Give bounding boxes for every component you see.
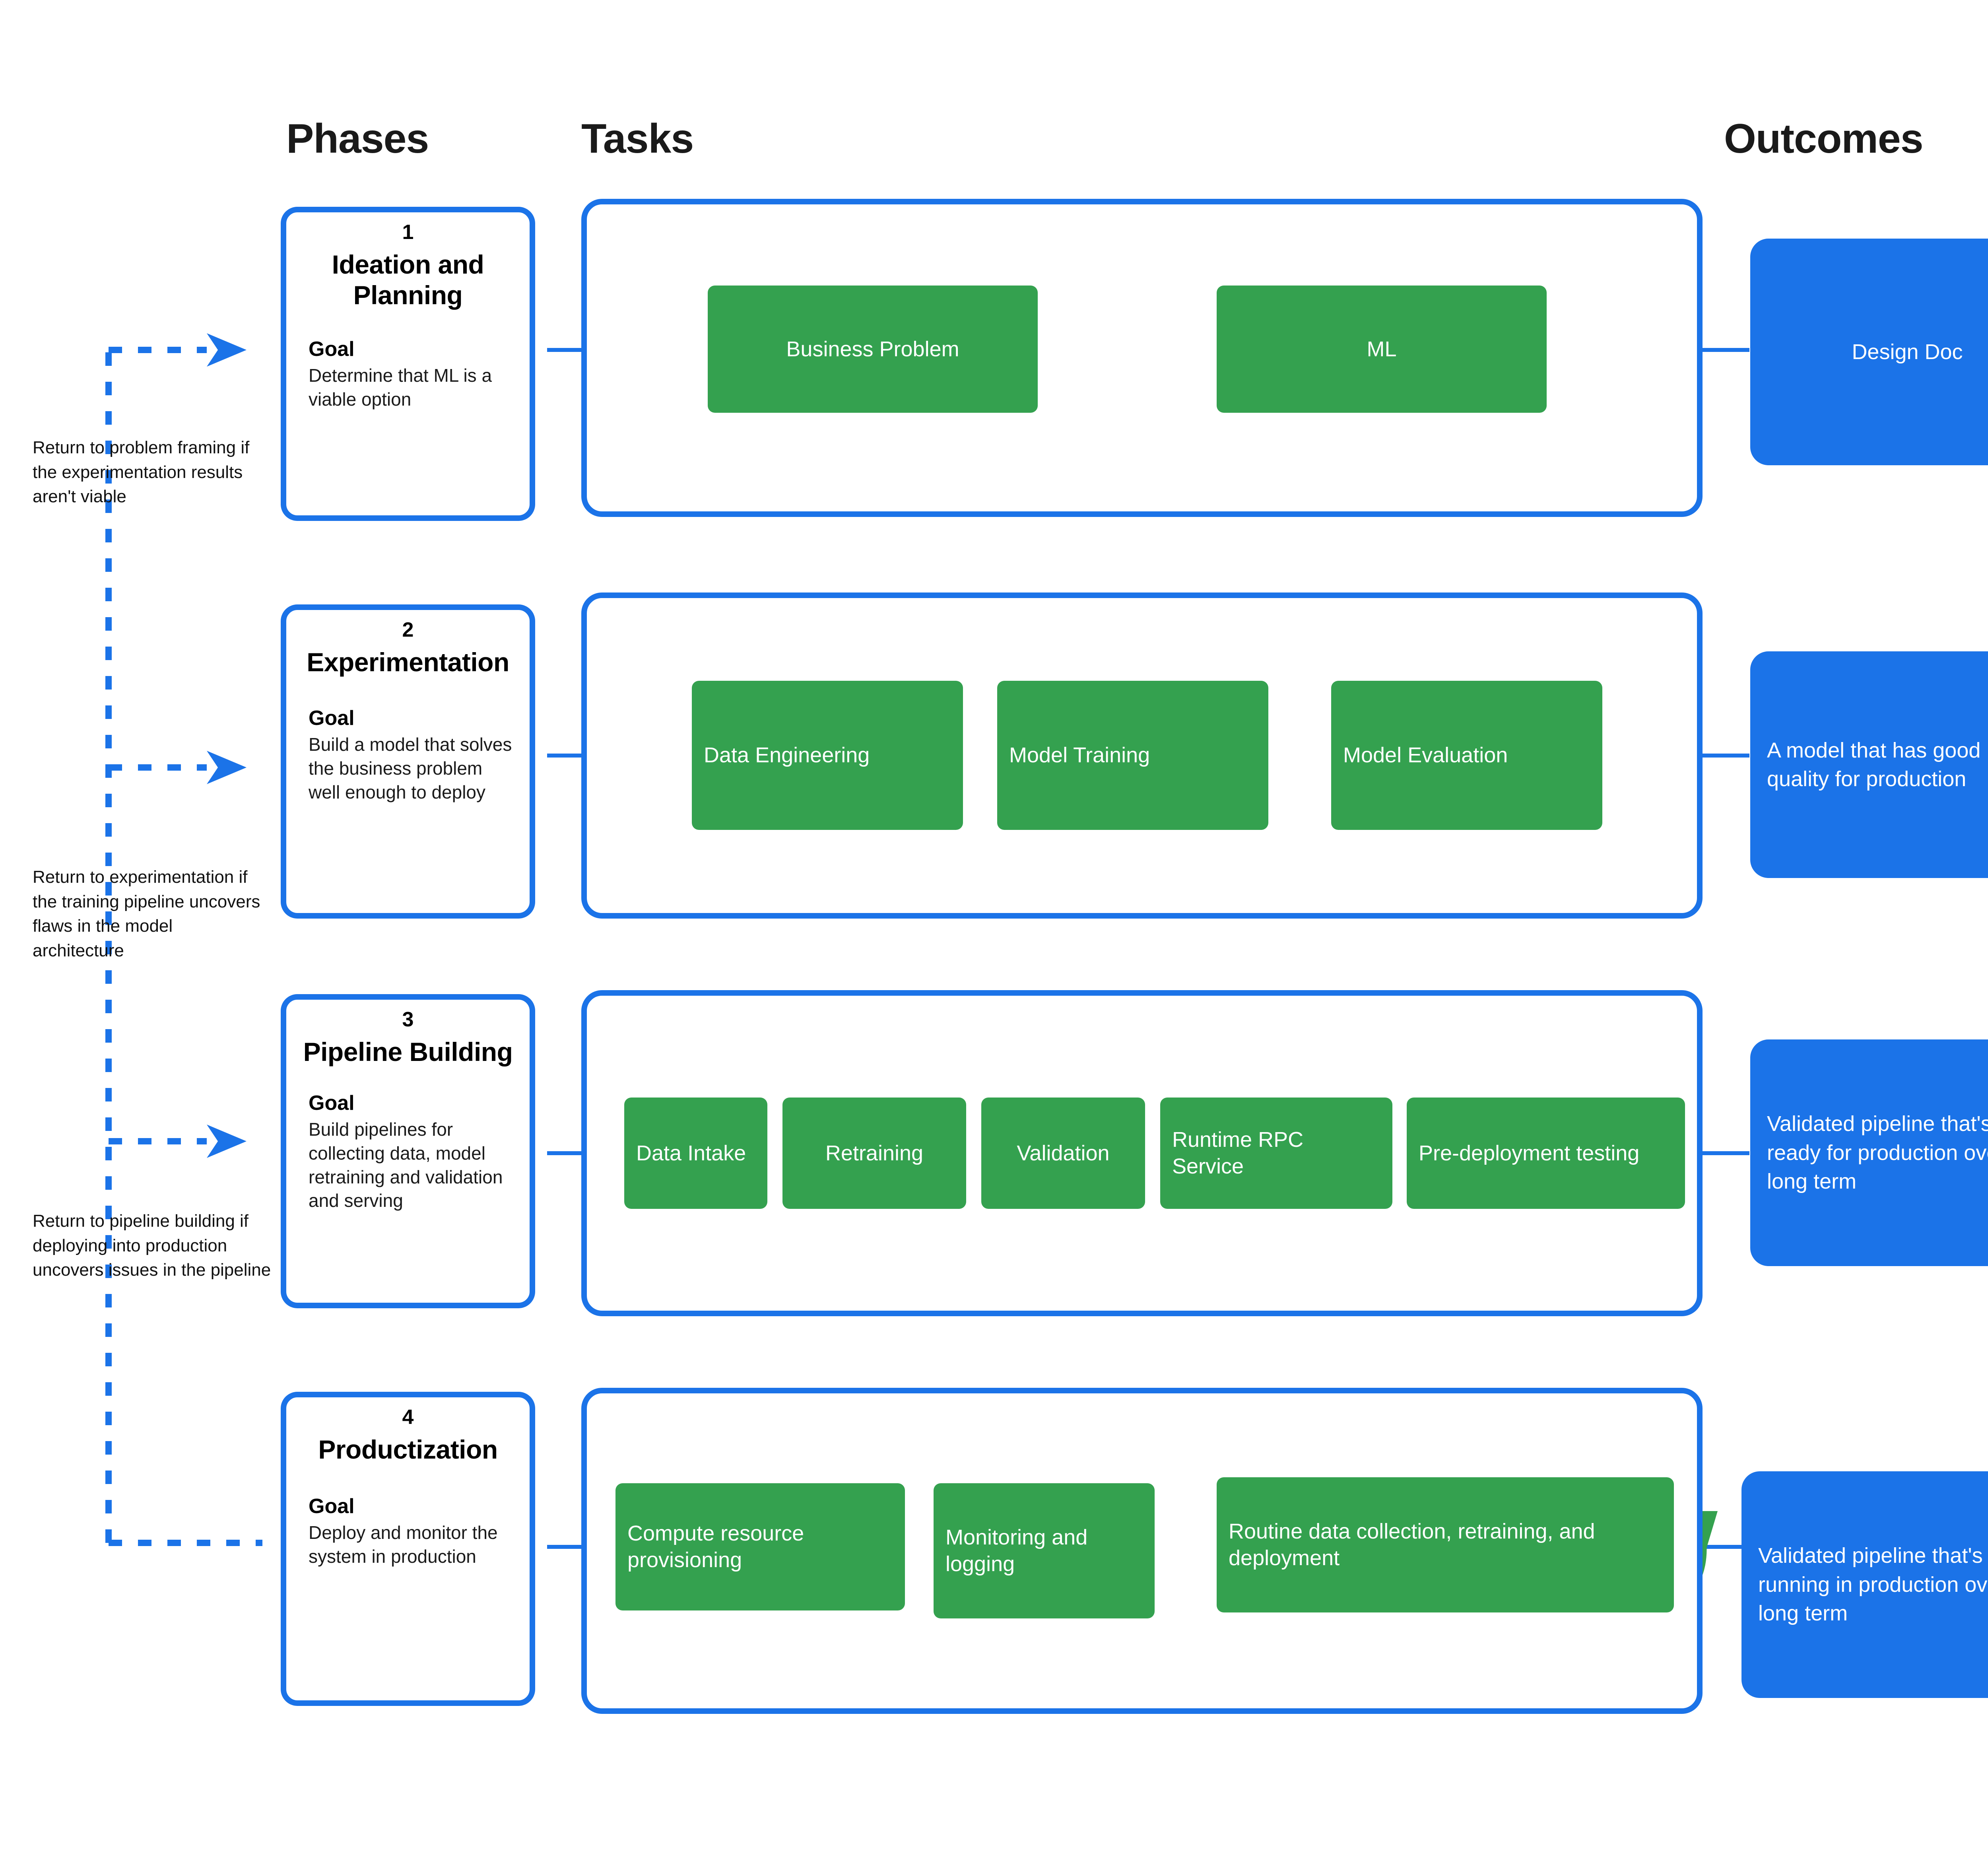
- outcome-box-4[interactable]: Validated pipeline that's running in pro…: [1741, 1471, 1988, 1698]
- outcome-box-1[interactable]: Design Doc: [1750, 239, 1988, 465]
- task-box[interactable]: Retraining: [782, 1098, 966, 1209]
- phase-goal-label: Goal: [309, 338, 355, 361]
- task-box[interactable]: Runtime RPC Service: [1160, 1098, 1392, 1209]
- annotation-return-to-problem-framing: Return to problem framing if the experim…: [33, 438, 250, 507]
- task-box[interactable]: Model Evaluation: [1331, 681, 1602, 830]
- task-box[interactable]: Pre-deployment testing: [1407, 1098, 1685, 1209]
- task-box[interactable]: Routine data collection, retraining, and…: [1217, 1477, 1674, 1612]
- phase-goal-text: Determine that ML is a viable option: [309, 365, 492, 410]
- task-box[interactable]: ML: [1217, 286, 1547, 413]
- phase-card-4[interactable]: 4 Productization Goal Deploy and monitor…: [281, 1392, 535, 1706]
- task-box[interactable]: Data Engineering: [692, 681, 963, 830]
- column-header-phases: Phases: [286, 116, 429, 162]
- phase-goal-text: Deploy and monitor the system in product…: [309, 1522, 498, 1567]
- phase-number: 3: [402, 1008, 414, 1031]
- phase-goal-text: Build a model that solves the business p…: [309, 734, 512, 802]
- phase-number: 2: [402, 618, 414, 641]
- outcome-box-2[interactable]: A model that has good quality for produc…: [1750, 651, 1988, 878]
- annotation-return-to-experimentation: Return to experimentation if the trainin…: [33, 867, 260, 960]
- phase-number: 4: [402, 1406, 414, 1429]
- phase-card-3[interactable]: 3 Pipeline Building Goal Build pipelines…: [281, 994, 535, 1308]
- column-header-outcomes: Outcomes: [1724, 116, 1924, 162]
- outcome-box-3[interactable]: Validated pipeline that's ready for prod…: [1750, 1039, 1988, 1266]
- phase-title: Experimentation: [307, 647, 509, 677]
- phase-title: Ideation and Planning: [332, 250, 484, 310]
- task-box[interactable]: Validation: [981, 1098, 1145, 1209]
- task-box[interactable]: Monitoring and logging: [934, 1483, 1155, 1618]
- column-header-tasks: Tasks: [581, 116, 694, 162]
- phase-goal-label: Goal: [309, 1494, 355, 1518]
- phase-number: 1: [402, 221, 414, 244]
- task-box[interactable]: Data Intake: [624, 1098, 767, 1209]
- phase-title: Pipeline Building: [303, 1037, 513, 1067]
- task-box[interactable]: Compute resource provisioning: [615, 1483, 905, 1610]
- phase-card-1[interactable]: 1 Ideation and Planning Goal Determine t…: [281, 207, 535, 521]
- phase-card-2[interactable]: 2 Experimentation Goal Build a model tha…: [281, 604, 535, 919]
- phase-goal-label: Goal: [309, 1091, 355, 1115]
- phase-title: Productization: [318, 1435, 498, 1465]
- phase-goal-text: Build pipelines for collecting data, mod…: [309, 1119, 503, 1211]
- phase-goal-label: Goal: [309, 706, 355, 730]
- task-box[interactable]: Model Training: [997, 681, 1268, 830]
- task-box[interactable]: Business Problem: [708, 286, 1038, 413]
- annotation-return-to-pipeline-building: Return to pipeline building if deploying…: [33, 1211, 271, 1280]
